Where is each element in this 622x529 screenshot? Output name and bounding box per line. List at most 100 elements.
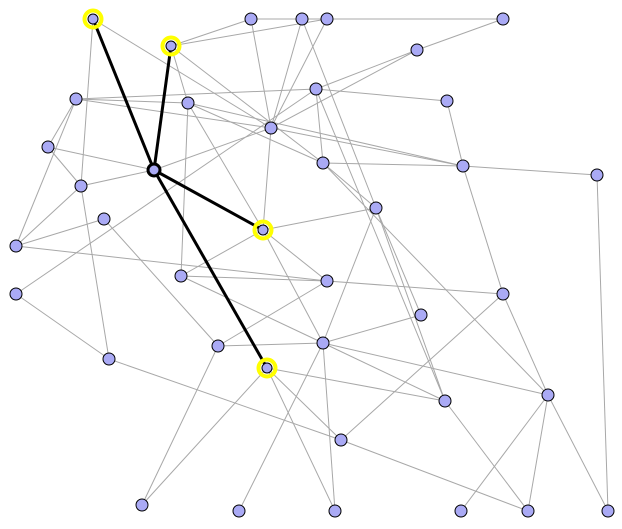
graph-node[interactable] bbox=[601, 504, 615, 518]
graph-edge bbox=[462, 165, 504, 295]
edges-layer bbox=[15, 18, 609, 512]
graph-edge bbox=[446, 100, 464, 167]
graph-edge bbox=[270, 127, 464, 167]
graph-node[interactable] bbox=[328, 504, 342, 518]
graph-node[interactable] bbox=[496, 287, 510, 301]
graph-node[interactable] bbox=[496, 12, 510, 26]
highlighted-edge bbox=[153, 168, 264, 232]
node-circle bbox=[328, 504, 342, 518]
node-circle bbox=[232, 504, 246, 518]
graph-node[interactable] bbox=[440, 94, 454, 108]
graph-edge bbox=[315, 88, 324, 164]
graph-edge bbox=[103, 218, 219, 347]
node-circle bbox=[316, 156, 330, 170]
node-circle bbox=[456, 159, 470, 173]
graph-node[interactable] bbox=[454, 504, 468, 518]
graph-edge bbox=[596, 174, 609, 512]
graph-node[interactable] bbox=[334, 433, 348, 447]
node-circle bbox=[541, 388, 555, 402]
node-circle bbox=[74, 179, 88, 193]
graph-node[interactable] bbox=[181, 96, 195, 110]
graph-node[interactable] bbox=[295, 12, 309, 26]
graph-node[interactable] bbox=[438, 394, 452, 408]
highlighted-edge bbox=[152, 45, 173, 171]
graph-node[interactable] bbox=[456, 159, 470, 173]
graph-node[interactable] bbox=[320, 12, 334, 26]
graph-node[interactable] bbox=[41, 140, 55, 154]
highlight-ring bbox=[160, 35, 182, 57]
node-circle bbox=[496, 12, 510, 26]
graph-edge bbox=[262, 229, 324, 344]
graph-edge bbox=[460, 394, 549, 512]
graph-node[interactable] bbox=[590, 168, 604, 182]
graph-node[interactable] bbox=[316, 156, 330, 170]
graph-edge bbox=[15, 185, 82, 247]
graph-edge bbox=[326, 280, 504, 295]
node-circle bbox=[414, 308, 428, 322]
node-circle bbox=[410, 43, 424, 57]
selected-node[interactable] bbox=[146, 162, 162, 178]
graph-edge bbox=[340, 293, 504, 441]
graph-edge bbox=[315, 88, 446, 402]
graph-node[interactable] bbox=[264, 121, 278, 135]
highlighted-edge bbox=[91, 18, 156, 171]
graph-node[interactable] bbox=[541, 388, 555, 402]
graph-edge bbox=[270, 49, 418, 129]
node-circle bbox=[369, 201, 383, 215]
graph-edge bbox=[238, 342, 324, 512]
graph-edge bbox=[322, 162, 464, 167]
graph-edge bbox=[180, 275, 324, 344]
node-circle bbox=[9, 239, 23, 253]
graph-edge bbox=[217, 280, 328, 347]
graph-edge bbox=[322, 342, 446, 402]
graph-edge bbox=[322, 342, 549, 396]
node-circle bbox=[264, 121, 278, 135]
highlighted-edge bbox=[152, 169, 269, 369]
graph-node[interactable] bbox=[320, 274, 334, 288]
graph-node[interactable] bbox=[102, 352, 116, 366]
graph-edge bbox=[180, 275, 328, 282]
graph-edge bbox=[262, 127, 272, 231]
highlighted-node[interactable] bbox=[252, 219, 274, 241]
graph-edge bbox=[15, 98, 77, 247]
highlighted-node[interactable] bbox=[256, 357, 278, 379]
graph-edge bbox=[322, 162, 377, 209]
graph-edge bbox=[315, 49, 418, 90]
graph-node[interactable] bbox=[74, 179, 88, 193]
highlighted-node[interactable] bbox=[82, 8, 104, 30]
node-circle bbox=[334, 433, 348, 447]
graph-node[interactable] bbox=[414, 308, 428, 322]
graph-node[interactable] bbox=[309, 82, 323, 96]
graph-node[interactable] bbox=[174, 269, 188, 283]
graph-edge bbox=[250, 18, 272, 129]
highlight-ring bbox=[256, 357, 278, 379]
node-circle bbox=[440, 94, 454, 108]
highlighted-node[interactable] bbox=[160, 35, 182, 57]
graph-node[interactable] bbox=[9, 239, 23, 253]
node-circle bbox=[261, 362, 273, 374]
graph-edge bbox=[15, 293, 110, 360]
graph-node[interactable] bbox=[9, 287, 23, 301]
graph-edge bbox=[141, 367, 268, 506]
highlight-ring bbox=[252, 219, 274, 241]
graph-node[interactable] bbox=[244, 12, 258, 26]
graph-node[interactable] bbox=[316, 336, 330, 350]
graph-node[interactable] bbox=[521, 504, 535, 518]
graph-edge bbox=[322, 342, 336, 512]
graph-node[interactable] bbox=[97, 212, 111, 226]
graph-node[interactable] bbox=[369, 201, 383, 215]
graph-node[interactable] bbox=[410, 43, 424, 57]
node-circle bbox=[69, 92, 83, 106]
node-circle bbox=[309, 82, 323, 96]
graph-edge bbox=[301, 18, 377, 209]
node-circle bbox=[454, 504, 468, 518]
graph-edge bbox=[462, 165, 598, 176]
graph-node[interactable] bbox=[232, 504, 246, 518]
graph-edge bbox=[266, 367, 342, 441]
graph-edge bbox=[217, 342, 324, 347]
graph-node[interactable] bbox=[135, 498, 149, 512]
graph-node[interactable] bbox=[211, 339, 225, 353]
graph-edge bbox=[92, 18, 272, 129]
graph-node[interactable] bbox=[69, 92, 83, 106]
